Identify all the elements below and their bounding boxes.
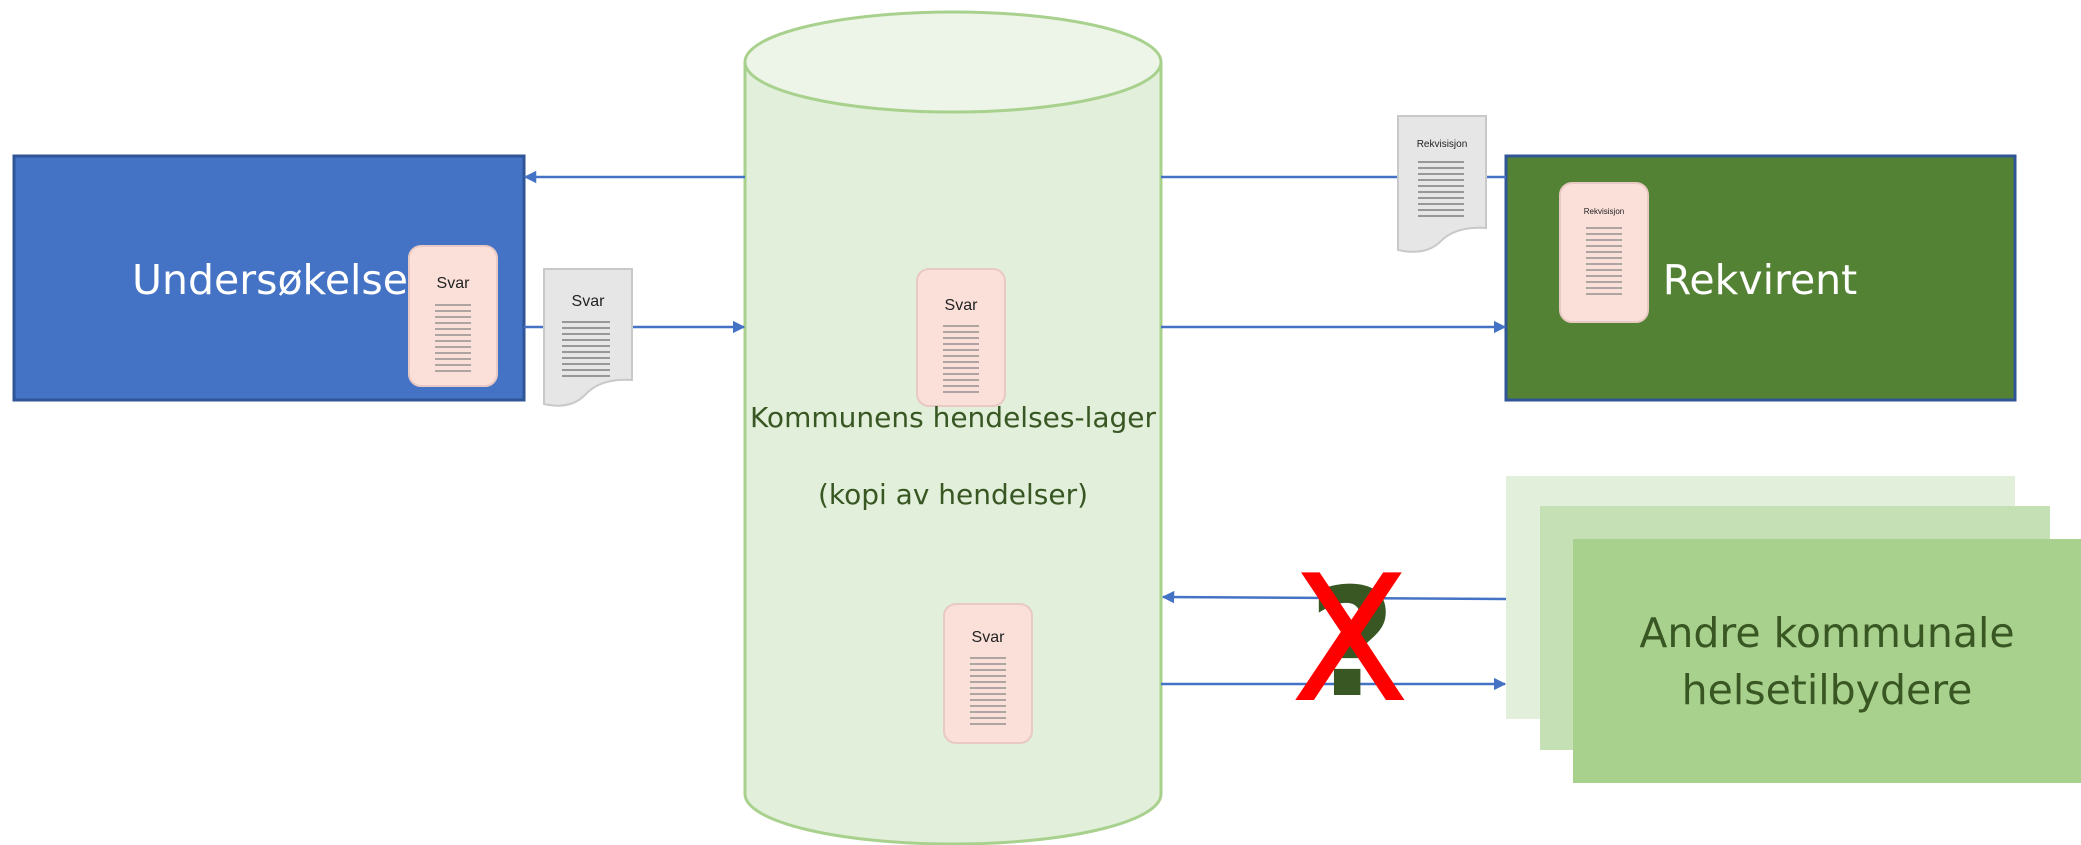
arrow-andre-to-store — [1161, 590, 1507, 604]
andre-label-line2: helsetilbydere — [1681, 666, 1973, 714]
svar-document-grey: Svar — [543, 268, 633, 407]
event-store-cylinder — [743, 10, 1163, 845]
rekvirent-label: Rekvirent — [1662, 256, 1858, 304]
rekvisisjon-rekvirent-label: Rekvisisjon — [1584, 207, 1624, 216]
store-label-line1: Kommunens hendelses-lager — [749, 400, 1157, 434]
svar-document-store-upper: Svar — [916, 268, 1006, 407]
svar-document-undersokelse: Svar — [408, 245, 498, 387]
svar-document-store-lower: Svar — [943, 603, 1033, 744]
rekvisisjon-document-grey: Rekvisisjon — [1397, 115, 1487, 253]
svar-store-upper-label: Svar — [945, 297, 979, 314]
rekvisisjon-grey-label: Rekvisisjon — [1417, 139, 1468, 150]
svar-store-lower-label: Svar — [972, 629, 1006, 646]
question-mark-icon: ? — [1308, 557, 1395, 731]
andre-box-front — [1573, 539, 2081, 783]
svar-undersokelse-label: Svar — [437, 275, 471, 292]
undersokelse-label: Undersøkelse — [131, 256, 409, 304]
rekvisisjon-document-rekvirent: Rekvisisjon — [1559, 182, 1649, 323]
andre-label-line1: Andre kommunale — [1639, 609, 2015, 657]
svar-grey-label: Svar — [572, 293, 606, 310]
cross-icon: X — [1290, 539, 1410, 742]
store-label-line2: (kopi av hendelser) — [817, 477, 1089, 511]
